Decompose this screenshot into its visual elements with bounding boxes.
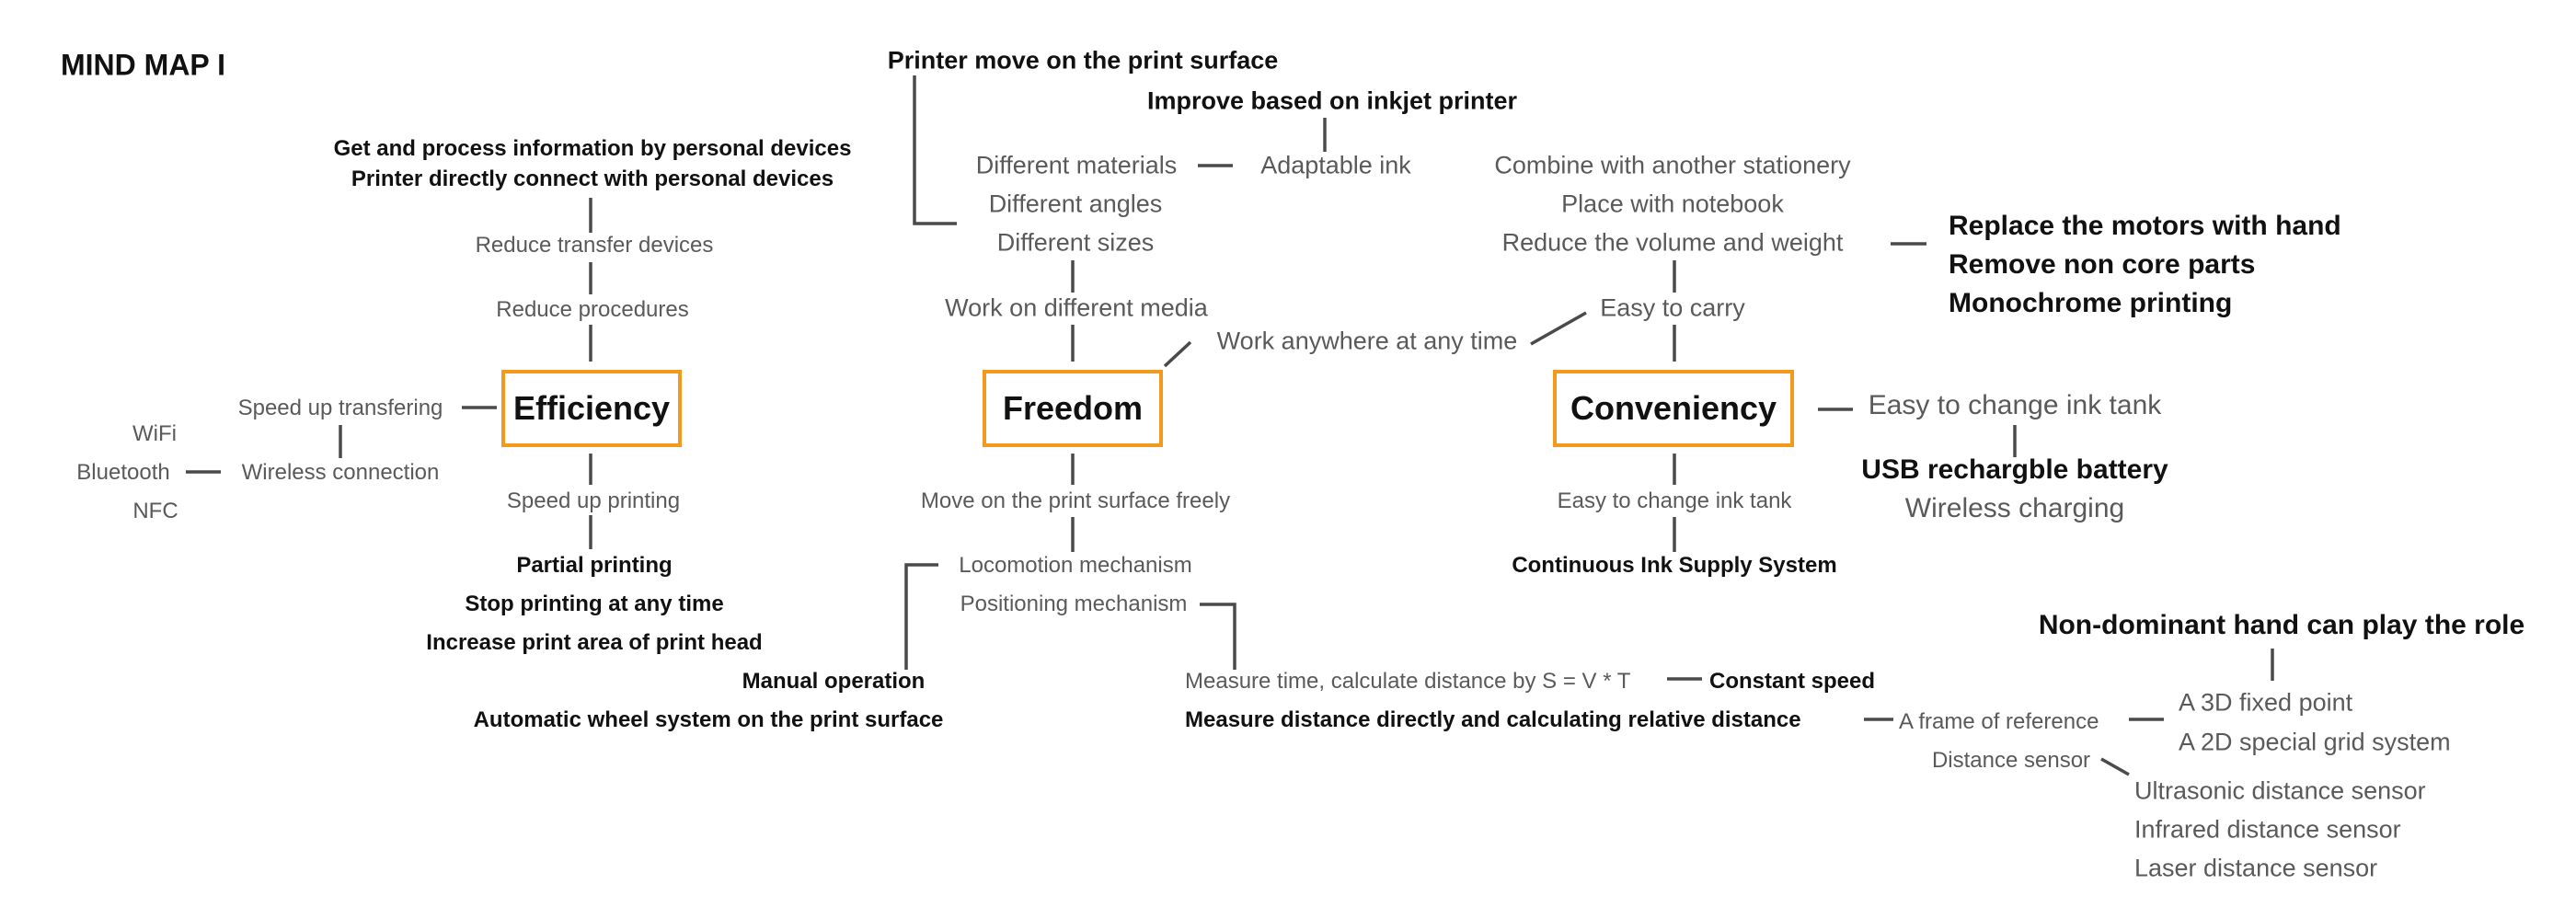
node-distance-sensor: Distance sensor — [1931, 748, 2091, 773]
node-direct-connect: Printer directly connect with personal d… — [351, 167, 834, 191]
node-nondominant-hand: Non-dominant hand can play the role — [2038, 610, 2525, 640]
node-reduce-volume: Reduce the volume and weight — [1501, 228, 1844, 257]
node-easy-to-carry: Easy to carry — [1600, 293, 1745, 322]
node-remove-parts: Remove non core parts — [1949, 249, 2256, 280]
node-move-freely: Move on the print surface freely — [920, 488, 1231, 513]
node-locomotion: Locomotion mechanism — [959, 553, 1192, 578]
node-usb-battery: USB rechargble battery — [1861, 454, 2168, 485]
link-sensor-to-ultrasonic — [2100, 757, 2130, 776]
node-stop-printing: Stop printing at any time — [465, 592, 724, 616]
node-wireless-connection: Wireless connection — [241, 460, 440, 485]
node-different-sizes: Different sizes — [996, 228, 1155, 257]
node-replace-motors: Replace the motors with hand — [1949, 211, 2341, 241]
node-measure-distance: Measure distance directly and calculatin… — [1185, 707, 1801, 732]
node-wireless-charging: Wireless charging — [1904, 493, 2125, 523]
node-positioning: Positioning mechanism — [960, 592, 1188, 616]
node-frame-of-reference: A frame of reference — [1899, 709, 2099, 734]
link-positioning-to-measure — [1200, 603, 1236, 670]
node-measure-time: Measure time, calculate distance by S = … — [1185, 669, 1631, 694]
link-freedom-to-anywhere — [1163, 340, 1192, 368]
node-work-anywhere: Work anywhere at any time — [1216, 327, 1518, 355]
node-place-notebook: Place with notebook — [1561, 190, 1784, 218]
page-title: MIND MAP I — [61, 48, 225, 82]
node-bluetooth: Bluetooth — [76, 460, 170, 485]
node-ciss: Continuous Ink Supply System — [1512, 553, 1837, 578]
node-move-print-surface: Printer move on the print surface — [887, 46, 1279, 75]
node-3d-fixed-point: A 3D fixed point — [2179, 688, 2353, 717]
link-anywhere-to-easycarry — [1530, 311, 1587, 346]
node-easy-ink-tank-below: Easy to change ink tank — [1557, 488, 1792, 513]
node-reduce-transfer: Reduce transfer devices — [475, 233, 714, 258]
node-get-process-info: Get and process information by personal … — [333, 136, 852, 161]
hub-efficiency: Efficiency — [501, 370, 682, 447]
hub-conveniency: Conveniency — [1553, 370, 1794, 447]
node-adaptable-ink: Adaptable ink — [1260, 151, 1411, 179]
node-improve-inkjet: Improve based on inkjet printer — [1146, 86, 1518, 115]
node-infrared: Infrared distance sensor — [2134, 815, 2401, 844]
node-wifi: WiFi — [132, 421, 177, 446]
node-different-media: Work on different media — [945, 293, 1208, 322]
node-wheel-system: Automatic wheel system on the print surf… — [473, 707, 944, 732]
node-ultrasonic: Ultrasonic distance sensor — [2134, 776, 2426, 805]
node-partial-printing: Partial printing — [516, 553, 673, 578]
node-reduce-procedures: Reduce procedures — [496, 297, 689, 322]
node-monochrome: Monochrome printing — [1949, 288, 2233, 318]
node-speed-printing: Speed up printing — [506, 488, 681, 513]
node-increase-area: Increase print area of print head — [426, 630, 763, 655]
node-constant-speed: Constant speed — [1709, 669, 1876, 694]
node-manual-operation: Manual operation — [742, 669, 926, 694]
node-easy-ink-tank-right: Easy to change ink tank — [1868, 390, 2162, 420]
node-different-angles: Different angles — [988, 190, 1163, 218]
node-2d-grid: A 2D special grid system — [2179, 728, 2451, 756]
hub-freedom: Freedom — [983, 370, 1163, 447]
link-locomotion-to-manual — [904, 563, 938, 670]
node-laser: Laser distance sensor — [2134, 854, 2378, 882]
node-speed-transfer: Speed up transfering — [237, 396, 443, 420]
node-nfc: NFC — [132, 499, 178, 523]
node-combine-stationery: Combine with another stationery — [1494, 151, 1851, 179]
link-move-surface-to-angles — [913, 75, 957, 225]
node-different-materials: Different materials — [975, 151, 1178, 179]
